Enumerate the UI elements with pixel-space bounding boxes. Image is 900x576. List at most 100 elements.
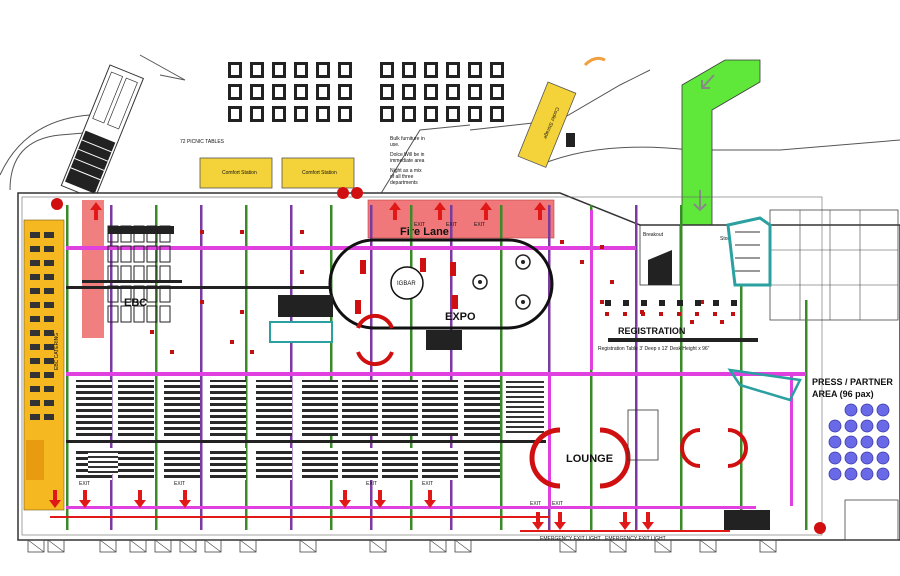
chair-icon	[230, 340, 234, 344]
svg-text:EXIT: EXIT	[446, 222, 457, 228]
table-icon	[402, 106, 416, 122]
exit-arrow-icon	[534, 202, 546, 220]
entrance-ramp	[60, 64, 145, 200]
table-icon	[272, 106, 286, 122]
svg-text:EXIT: EXIT	[79, 481, 90, 487]
ebc-catering-label: EBC CATERING	[54, 333, 60, 370]
svg-text:EXIT: EXIT	[530, 501, 541, 507]
table-icon	[402, 84, 416, 100]
table-icon	[338, 106, 352, 122]
exit-arrow-icon	[374, 490, 386, 508]
cooler-storage: Cooler Storage	[517, 81, 577, 168]
exit-arrow-icon	[554, 512, 566, 530]
exit-arrow-icon	[134, 490, 146, 508]
svg-text:use.: use.	[390, 142, 399, 148]
exit-arrow-icon	[179, 490, 191, 508]
doorways	[27, 539, 777, 553]
ebc-area: EBC	[82, 225, 182, 323]
table-icon	[338, 84, 352, 100]
table-icon	[468, 84, 482, 100]
table-icon	[316, 62, 330, 78]
registration-area: REGISTRATION Registration Table 3' Deep …	[598, 216, 802, 402]
chair-icon	[240, 230, 244, 234]
chair-icon	[240, 310, 244, 314]
emergency-light-label-2: EMERGENCY EXIT LIGHT	[605, 536, 666, 542]
table-icon	[468, 62, 482, 78]
chair-icon	[690, 320, 694, 324]
table-icon	[446, 106, 460, 122]
table-icon	[338, 62, 352, 78]
exit-arrow-icon	[90, 202, 102, 220]
breakout-label: Breakout	[643, 232, 664, 238]
registration-label: REGISTRATION	[618, 326, 685, 336]
table-icon	[424, 62, 438, 78]
table-icon	[424, 84, 438, 100]
table-icon	[294, 62, 308, 78]
svg-text:EXIT: EXIT	[422, 481, 433, 487]
stage-icon	[426, 330, 462, 350]
exit-arrow-icon	[424, 490, 436, 508]
table-icon	[228, 106, 242, 122]
emergency-light-label: EMERGENCY EXIT LIGHT	[540, 536, 601, 542]
exit-arrow-icon	[434, 202, 446, 220]
exit-arrow-icon	[49, 490, 61, 508]
table-icon	[490, 62, 504, 78]
table-icon	[272, 84, 286, 100]
svg-text:EXIT: EXIT	[174, 481, 185, 487]
table-icon	[294, 84, 308, 100]
table-icon	[490, 106, 504, 122]
table-icon	[515, 294, 531, 310]
table-icon	[250, 84, 264, 100]
exit-arrow-icon	[619, 512, 631, 530]
table-icon	[272, 62, 286, 78]
picnic-tables-label: 72 PICNIC TABLES	[180, 139, 225, 145]
registration-table-note: Registration Table 3' Deep x 12' Desk He…	[598, 346, 710, 352]
site-notes: Bulk furniture in use. Dolce Will be in …	[390, 136, 425, 186]
chair-icon	[610, 280, 614, 284]
chair-icon	[150, 330, 154, 334]
chair-icon	[170, 350, 174, 354]
igbar-label: IGBAR	[397, 281, 416, 287]
picnic-tables	[228, 62, 504, 122]
table-icon	[380, 106, 394, 122]
chair-icon	[200, 230, 204, 234]
table-icon	[294, 106, 308, 122]
svg-text:Comfort Station: Comfort Station	[302, 170, 337, 176]
ebc-strip	[82, 200, 104, 338]
table-icon	[380, 62, 394, 78]
table-icon	[250, 106, 264, 122]
table-icon	[228, 62, 242, 78]
svg-text:EXIT: EXIT	[414, 222, 425, 228]
table-icon	[446, 62, 460, 78]
chair-icon	[560, 240, 564, 244]
table-icon	[316, 106, 330, 122]
svg-text:Night as a mix: Night as a mix	[390, 168, 422, 174]
svg-text:departments: departments	[390, 180, 418, 186]
expo-label: EXPO	[445, 311, 476, 323]
chair-icon	[200, 300, 204, 304]
svg-text:Dolce Will be in: Dolce Will be in	[390, 152, 425, 158]
exit-arrow-icon	[389, 202, 401, 220]
table-icon	[250, 62, 264, 78]
pedestrian-path	[681, 59, 761, 226]
svg-text:Comfort Station: Comfort Station	[222, 170, 257, 176]
table-icon	[515, 254, 531, 270]
svg-text:Bulk furniture in: Bulk furniture in	[390, 136, 425, 142]
table-icon	[316, 84, 330, 100]
table-icon	[402, 62, 416, 78]
comfort-station-2: Comfort Station	[281, 157, 355, 189]
table-icon	[468, 106, 482, 122]
svg-text:EXIT: EXIT	[552, 501, 563, 507]
chair-icon	[600, 245, 604, 249]
press-partner-area: PRESS / PARTNER AREA (96 pax)	[812, 377, 893, 481]
press-area-label: AREA (96 pax)	[812, 389, 874, 399]
chair-icon	[250, 350, 254, 354]
svg-text:of all three: of all three	[390, 174, 414, 180]
table-icon	[446, 84, 460, 100]
chair-icon	[720, 320, 724, 324]
table-icon	[380, 84, 394, 100]
chair-icon	[700, 300, 704, 304]
svg-text:immediate area: immediate area	[390, 158, 425, 164]
